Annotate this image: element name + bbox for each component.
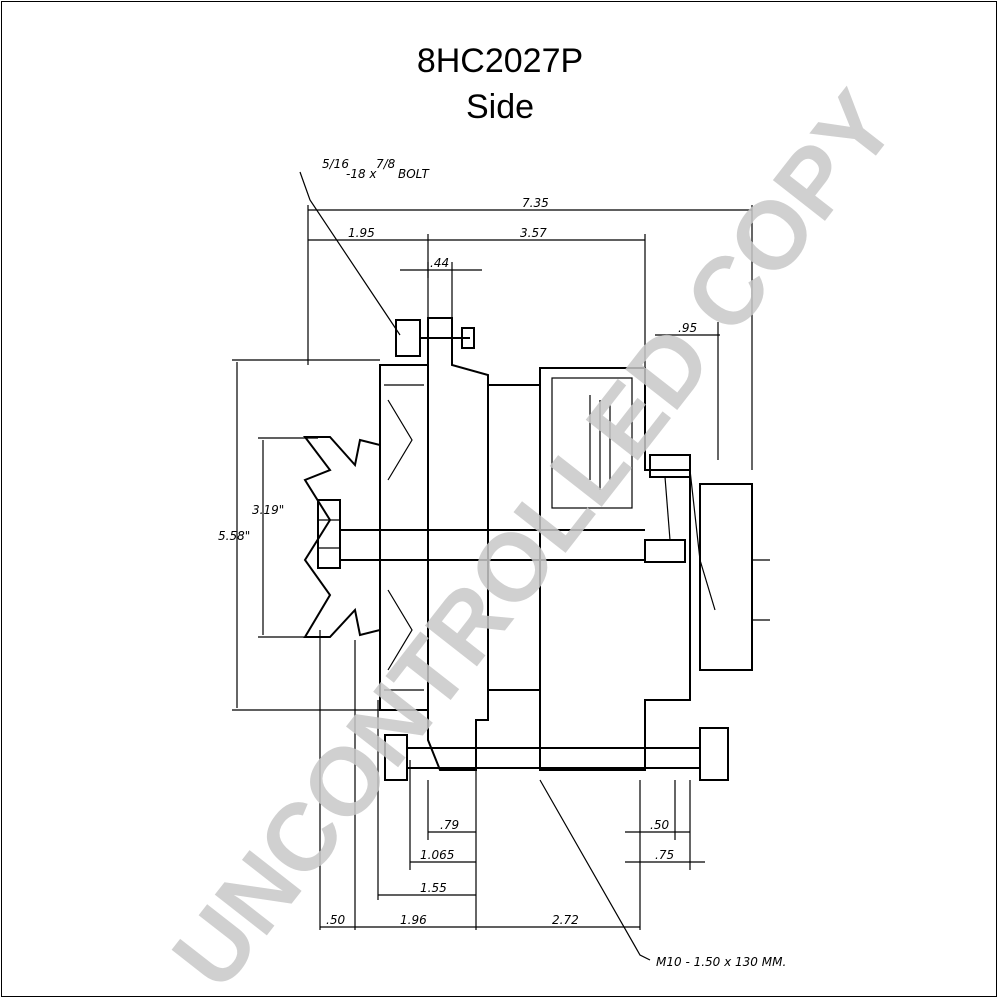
watermark-text: UNCONTROLLED COPY (152, 72, 916, 1000)
bolt-fraction-b: 7/8 (376, 157, 396, 171)
dim-bottom-075: .75 (655, 848, 674, 862)
bolt-callout: 5/16 -18 x 7/8 BOLT (322, 157, 431, 181)
bolt-fraction-a: 5/16 (322, 157, 349, 171)
alternator-body (302, 317, 770, 781)
dim-mount-to-rear: 3.57 (520, 226, 547, 240)
part-number-title: 8HC2027P (416, 42, 584, 80)
rear-housing (539, 367, 691, 771)
battery-terminal (649, 454, 691, 478)
top-mount-bolt (395, 319, 421, 357)
dim-top-rear-offset: .95 (678, 321, 697, 335)
dim-bottom-1065: 1.065 (420, 848, 454, 862)
view-label: Side (465, 88, 535, 126)
bolt-thread: -18 x (346, 167, 377, 181)
dim-flange-thickness: .44 (430, 256, 449, 270)
dim-bottom-050-rear: .50 (650, 818, 669, 832)
dim-bottom-050-front: .50 (326, 913, 345, 927)
pulley-nut (317, 499, 341, 569)
dim-bottom-196: 1.96 (400, 913, 427, 927)
output-terminal (644, 539, 686, 563)
bottom-stud-nut (699, 727, 729, 781)
bolt-word: BOLT (398, 167, 431, 181)
front-housing (427, 317, 489, 771)
bottom-stud-head (384, 734, 408, 781)
dim-front-to-mount: 1.95 (348, 226, 375, 240)
dim-bottom-079: .79 (440, 818, 459, 832)
dim-overall-length: 7.35 (522, 196, 549, 210)
dim-bottom-155: 1.55 (420, 881, 447, 895)
dim-pulley-diameter: 3.19" (252, 503, 284, 517)
nameplate (551, 377, 633, 509)
dim-fan-diameter: 5.58" (218, 529, 250, 543)
dimension-lines (232, 171, 753, 961)
pulley (302, 436, 381, 638)
stud-spec: M10 - 1.50 x 130 MM. (656, 955, 786, 969)
rear-cover (699, 483, 753, 671)
dim-bottom-272: 2.72 (552, 913, 579, 927)
